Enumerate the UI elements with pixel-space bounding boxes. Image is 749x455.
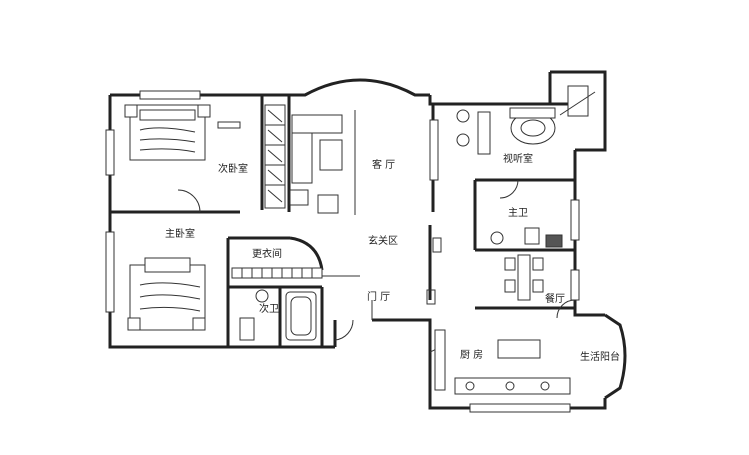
dining-table	[504, 254, 544, 301]
label-closet: 更衣间	[252, 247, 282, 260]
label-master-bath: 主卫	[508, 207, 528, 219]
kitchen-counter	[434, 329, 571, 395]
label-second-bedroom: 次卧室	[218, 162, 248, 175]
master-bath-fixtures	[426, 227, 563, 305]
label-master-bedroom: 主卧室	[165, 227, 195, 240]
label-kitchen: 厨 房	[460, 348, 483, 361]
label-balcony: 生活阳台	[580, 350, 620, 363]
label-entrance: 门 厅	[367, 290, 390, 303]
label-dining: 餐厅	[545, 292, 565, 305]
master-bedroom-furniture	[127, 257, 206, 331]
label-study: 视听室	[503, 152, 533, 165]
second-bedroom-furniture	[124, 104, 241, 213]
study-furniture	[456, 85, 596, 155]
label-second-bath: 次卫	[259, 302, 279, 315]
living-sofa	[289, 110, 356, 215]
wardrobe	[264, 104, 286, 209]
closet-shelves	[231, 267, 360, 279]
windows	[105, 90, 580, 413]
interior-walls	[110, 95, 575, 347]
bath-fixtures	[239, 289, 317, 341]
label-living-room: 客 厅	[372, 158, 395, 171]
label-foyer: 玄关区	[368, 234, 398, 247]
